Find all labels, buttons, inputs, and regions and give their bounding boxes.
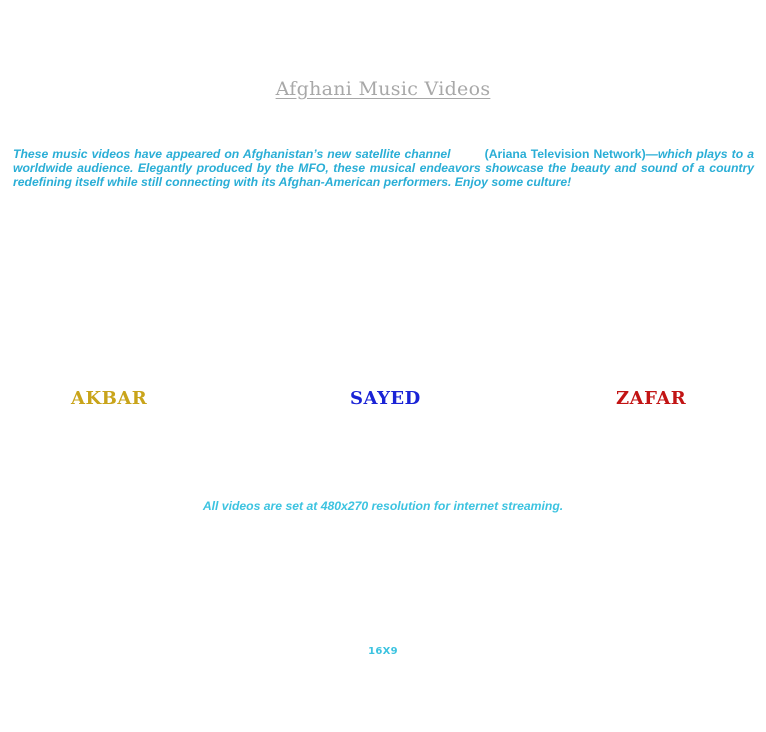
aspect-ratio-label[interactable]: 16X9: [368, 646, 398, 657]
page-title: Afghani Music Videos: [275, 78, 491, 100]
artist-link-akbar[interactable]: AKBAR: [71, 388, 148, 409]
resolution-note: All videos are set at 480x270 resolution…: [202, 499, 564, 513]
intro-text-before: These music videos have appeared on Afgh…: [13, 147, 451, 161]
network-name: (Ariana Television Network): [484, 147, 646, 161]
intro-text-after: —which plays to a worldwide audience. El…: [13, 147, 754, 189]
artist-link-zafar[interactable]: ZAFAR: [616, 388, 687, 409]
intro-paragraph: These music videos have appeared on Afgh…: [13, 147, 754, 189]
artist-link-sayed[interactable]: SAYED: [350, 388, 421, 409]
